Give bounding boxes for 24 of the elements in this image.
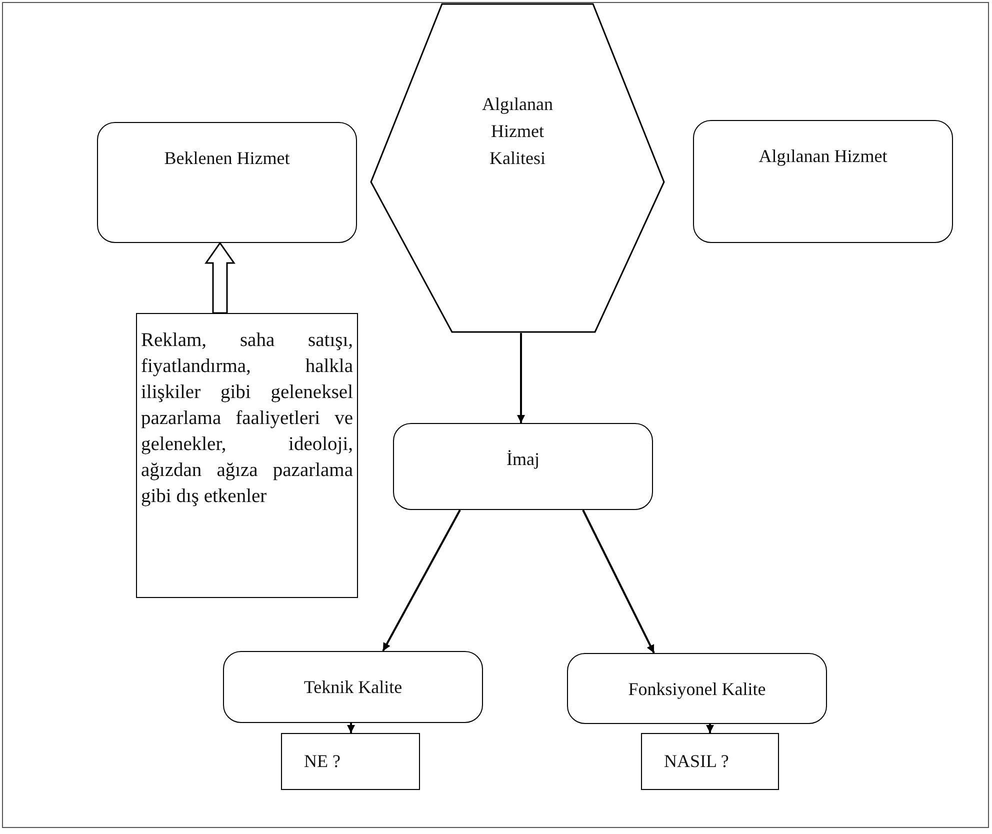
rounded-box bbox=[97, 122, 357, 243]
node-label: Reklam, saha satışı, fiyatlandırma, halkla ilişkiler gibi geleneksel pazarlama faaliyetleri ve gelenekler, ideoloji, ağızdan ağıza pazarlama gibi dış etkenler bbox=[141, 329, 353, 509]
rounded-box bbox=[223, 651, 483, 723]
node-label: NE ? bbox=[304, 750, 342, 773]
node-label: Fonksiyonel Kalite bbox=[627, 678, 767, 701]
node-label: Beklenen Hizmet bbox=[163, 147, 291, 170]
node-label: İmaj bbox=[506, 448, 540, 471]
arrow bbox=[382, 510, 461, 652]
rounded-box bbox=[693, 120, 953, 243]
block-arrow bbox=[204, 242, 236, 314]
answer-box bbox=[641, 733, 779, 790]
node-label: Algılanan Hizmet bbox=[758, 145, 888, 168]
text-box bbox=[136, 313, 358, 598]
answer-box bbox=[281, 733, 420, 790]
rounded-box bbox=[567, 653, 827, 724]
node-label: Algılanan Hizmet Kalitesi bbox=[481, 93, 554, 170]
rounded-box bbox=[393, 423, 653, 510]
hexagon bbox=[370, 3, 665, 333]
arrow bbox=[582, 510, 655, 654]
arrow bbox=[347, 723, 355, 733]
arrow bbox=[706, 724, 714, 733]
node-label: Teknik Kalite bbox=[302, 676, 404, 699]
arrow bbox=[517, 333, 525, 423]
node-label: NASIL ? bbox=[664, 750, 730, 773]
